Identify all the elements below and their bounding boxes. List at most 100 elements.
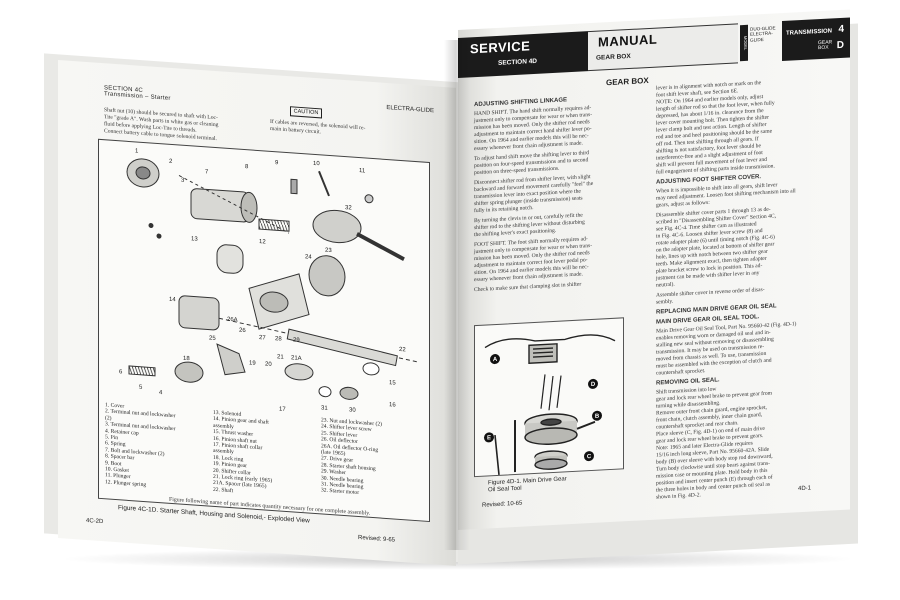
right-page-number: 4D-1: [798, 485, 812, 493]
callout-29: 29: [293, 337, 300, 344]
callout-27: 27: [259, 335, 266, 342]
left-page-number: 4C-2D: [86, 517, 104, 526]
callout-25: 25: [209, 336, 216, 343]
callout-19: 19: [249, 360, 256, 367]
callout-4: 4: [159, 390, 163, 396]
banner-section: SECTION 4D: [498, 57, 538, 67]
tool-label-e: E: [487, 435, 491, 441]
callout-5: 5: [139, 385, 143, 391]
exploded-view-figure: 1 2 3 4 5 6 7 8 9 10 11 12 13 14 15 16 1: [98, 138, 430, 523]
callout-15: 15: [389, 380, 396, 387]
callout-1: 1: [135, 148, 139, 154]
service-manual-banner: SERVICE SECTION 4D MANUAL GEAR BOX MODEL…: [458, 17, 850, 78]
callout-8: 8: [245, 164, 249, 170]
part-cover-inner: [135, 166, 151, 180]
banner-gear-box: GEAR BOX: [818, 39, 832, 52]
callout-21a: 21A: [291, 355, 302, 362]
tool-label-a: A: [493, 357, 498, 363]
banner-service: SERVICE: [470, 38, 531, 57]
part-washer: [318, 386, 332, 398]
left-page: SECTION 4C Transmission – Starter ELECTR…: [58, 60, 456, 566]
callout-14: 14: [169, 297, 176, 304]
part-shaft: [286, 328, 398, 367]
model-name: GLIDE: [750, 36, 764, 43]
callout-6: 6: [119, 369, 123, 375]
paragraph-disconnect-rod: Disconnect shifter rod from shifter leve…: [474, 171, 642, 215]
callout-12: 12: [259, 239, 266, 246]
right-column-2: lever is in alignment with notch or mark…: [656, 76, 838, 505]
callout-13: 13: [191, 236, 198, 243]
banner-dark-block: SERVICE SECTION 4D: [458, 31, 588, 78]
callout-16: 16: [389, 402, 396, 409]
part-solenoid: [190, 188, 250, 223]
callout-17: 17: [279, 406, 286, 413]
paragraph-disassemble-cover: Disassemble shifter cover parts 1 throug…: [656, 203, 838, 290]
left-revised-date: Revised: 9-65: [358, 534, 396, 544]
part-pin: [148, 222, 154, 229]
callout-10: 10: [313, 161, 320, 168]
oil-seal-tool-figure: A B C D E: [474, 317, 624, 478]
part-plunger: [216, 244, 244, 274]
tool-pin-1: [540, 374, 546, 409]
part-shifter-collar: [174, 361, 204, 383]
caution-text: If cables are reversed, the solenoid wil…: [270, 119, 410, 143]
tool-label-c: C: [587, 454, 592, 460]
banner-transmission: TRANSMISSION: [786, 28, 833, 37]
callout-24: 24: [305, 254, 312, 261]
paragraph-hand-shift: HAND SHIFT. The hand shift normally requ…: [474, 102, 642, 153]
legend-column-2: 13. Solenoid 14. Pinion gear and shaft a…: [213, 410, 318, 501]
callout-22: 22: [399, 347, 406, 354]
legend-column-1: 1. Cover 2. Terminal nut and lockwasher …: [105, 402, 210, 493]
callout-23: 23: [325, 248, 332, 255]
tool-label-b: B: [595, 414, 600, 420]
part-oil-deflector: [284, 363, 314, 381]
callout-28: 28: [275, 336, 282, 343]
callout-30: 30: [349, 407, 356, 414]
book-gutter-shadow: [444, 40, 470, 550]
tool-figure-caption: Figure 4D-1. Main Drive Gear Oil Seal To…: [488, 474, 608, 494]
callout-7: 7: [205, 169, 209, 175]
callout-9: 9: [275, 160, 279, 166]
part-pinion-gear: [178, 295, 220, 331]
tool-punch-e: [494, 434, 500, 475]
tool-pin-3: [556, 375, 562, 408]
paragraph-oil-seal-tool: Main Drive Gear Oil Seal Tool, Part No. …: [656, 319, 838, 378]
callout-26: 26: [239, 328, 246, 335]
part-thrust-washer: [362, 362, 380, 376]
callout-32: 32: [345, 205, 352, 212]
tool-handle: [484, 334, 616, 349]
tool-label-d: D: [591, 382, 596, 388]
callout-2: 2: [169, 159, 173, 165]
part-solenoid-end: [240, 191, 258, 223]
part-drive-gear: [308, 255, 346, 297]
legend-column-3: 23. Nut and lockwasher (2) 24. Shifter l…: [321, 417, 426, 501]
right-revised-date: Revised: 10-65: [482, 500, 523, 509]
part-shifter-lever: [216, 343, 246, 376]
tool-pin-2: [548, 375, 554, 411]
paragraph-removing-oil-seal: Shift transmission into low gear and loc…: [656, 380, 838, 502]
part-starter-motor: [312, 209, 362, 244]
callout-18: 18: [183, 356, 190, 363]
callout-3: 3: [181, 178, 185, 184]
part-plunger-spring: [258, 218, 290, 232]
callout-26a: 26A: [227, 317, 238, 324]
paragraph-lever-alignment: lever is in alignment with notch or mark…: [656, 76, 838, 177]
banner-manual: MANUAL: [598, 31, 658, 50]
part-spring: [128, 365, 156, 377]
banner-section-letter: D: [836, 39, 844, 52]
banner-box-word: BOX: [818, 44, 829, 52]
callout-11: 11: [359, 168, 366, 174]
callout-31: 31: [321, 405, 328, 412]
banner-section-number: 4: [838, 23, 844, 36]
exploded-view-diagram: 1 2 3 4 5 6 7 8 9 10 11 12 13 14 15 16 1: [119, 148, 420, 414]
right-column-1: ADJUSTING SHIFTING LINKAGE HAND SHIFT. T…: [474, 90, 642, 297]
banner-transmission-block: TRANSMISSION 4 GEAR BOX D: [782, 17, 850, 62]
callout-21: 21: [277, 354, 284, 361]
part-needle-bearing: [339, 386, 359, 400]
page-title: GEAR BOX: [606, 76, 649, 88]
oil-seal-tool-drawing: A B C D E: [484, 334, 616, 475]
banner-models: DUO-GLIDE ELECTRA- GLIDE: [750, 25, 780, 43]
banner-model-label: MODEL: [740, 24, 748, 62]
paragraph-foot-shift: FOOT SHIFT. The foot shift normally requ…: [474, 233, 642, 284]
